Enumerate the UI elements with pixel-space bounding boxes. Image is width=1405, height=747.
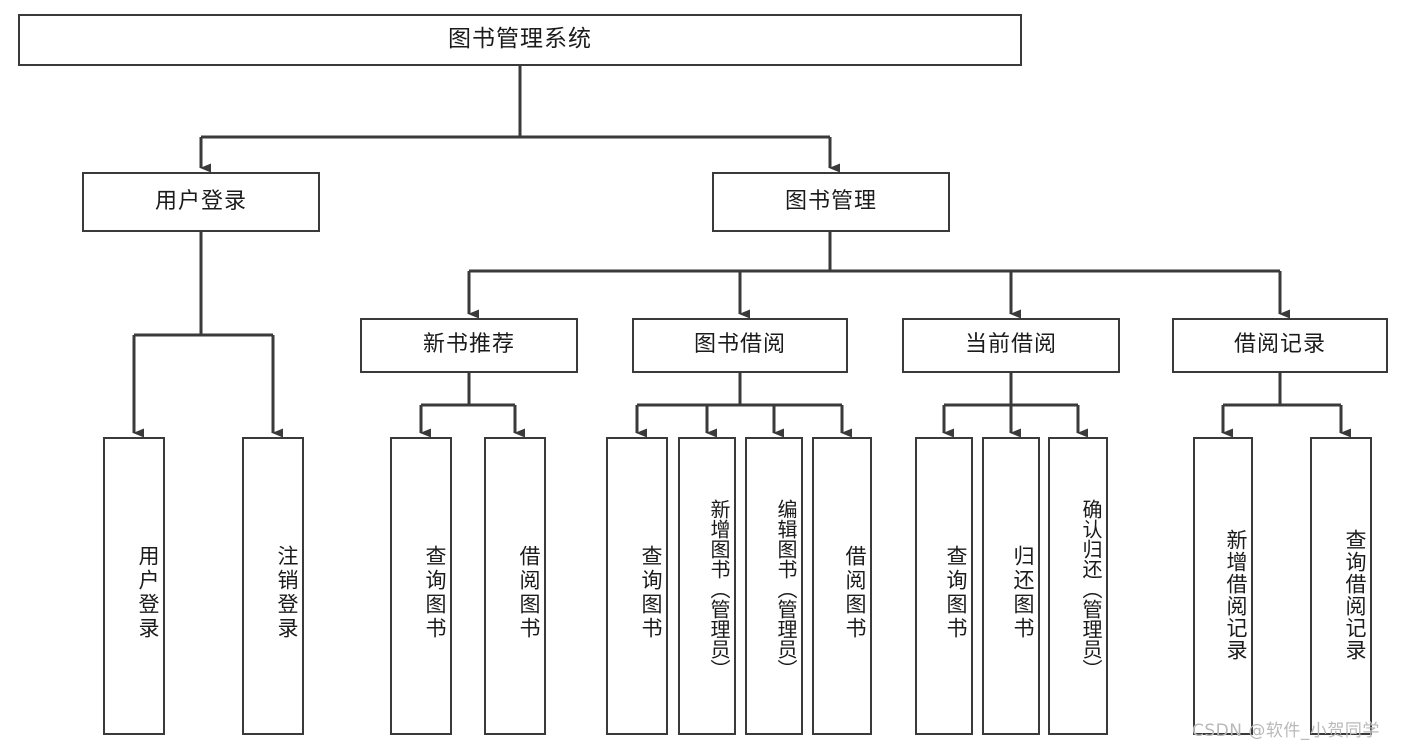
leaf-user-login[interactable]: 用户登录 (103, 437, 165, 735)
leaf-query-borrow-record[interactable]: 查询借阅记录 (1310, 437, 1372, 735)
leaf-borrow-book[interactable]: 借阅图书 (812, 437, 872, 735)
node-borrow-record[interactable]: 借阅记录 (1172, 318, 1388, 373)
node-user-login[interactable]: 用户登录 (82, 172, 320, 232)
node-root[interactable]: 图书管理系统 (18, 14, 1022, 66)
node-label: 图书借阅 (693, 332, 786, 358)
leaf-add-book-admin[interactable]: 新增图书（管理员） (678, 437, 736, 735)
node-label: 新增借阅记录 (1224, 529, 1248, 661)
node-label: 当前借阅 (964, 332, 1057, 358)
leaf-borrow-book-recommend[interactable]: 借阅图书 (484, 437, 546, 735)
leaf-logout[interactable]: 注销登录 (242, 437, 304, 735)
node-label: 编辑图书（管理员） (774, 499, 798, 679)
node-label: 借阅记录 (1233, 332, 1326, 358)
node-label: 归还图书 (1011, 545, 1035, 641)
node-label: 借阅图书 (843, 545, 867, 641)
node-label: 注销登录 (275, 545, 299, 641)
leaf-query-book-current[interactable]: 查询图书 (915, 437, 973, 735)
leaf-add-borrow-record[interactable]: 新增借阅记录 (1193, 437, 1253, 735)
node-label: 新增图书（管理员） (707, 499, 731, 679)
node-label: 图书管理 (784, 188, 877, 214)
node-label: 查询图书 (423, 545, 447, 641)
node-book-management[interactable]: 图书管理 (712, 172, 950, 232)
node-label: 用户登录 (154, 188, 247, 214)
node-label: 查询图书 (639, 545, 663, 641)
leaf-confirm-return-admin[interactable]: 确认归还（管理员） (1048, 437, 1108, 735)
node-label: 查询图书 (944, 545, 968, 641)
node-label: 确认归还（管理员） (1079, 499, 1103, 679)
node-label: 借阅图书 (517, 545, 541, 641)
leaf-edit-book-admin[interactable]: 编辑图书（管理员） (745, 437, 803, 735)
node-new-book-recommend[interactable]: 新书推荐 (360, 318, 578, 373)
leaf-return-book[interactable]: 归还图书 (982, 437, 1040, 735)
node-label: 用户登录 (136, 545, 160, 641)
node-book-borrow[interactable]: 图书借阅 (632, 318, 848, 373)
node-label: 新书推荐 (422, 332, 515, 358)
node-label: 查询借阅记录 (1343, 529, 1367, 661)
node-label: 图书管理系统 (448, 26, 592, 53)
csdn-watermark: CSDN @软件_小贺同学 (1192, 721, 1380, 741)
leaf-query-book-recommend[interactable]: 查询图书 (390, 437, 452, 735)
node-current-borrow[interactable]: 当前借阅 (902, 318, 1120, 373)
leaf-query-book[interactable]: 查询图书 (606, 437, 668, 735)
